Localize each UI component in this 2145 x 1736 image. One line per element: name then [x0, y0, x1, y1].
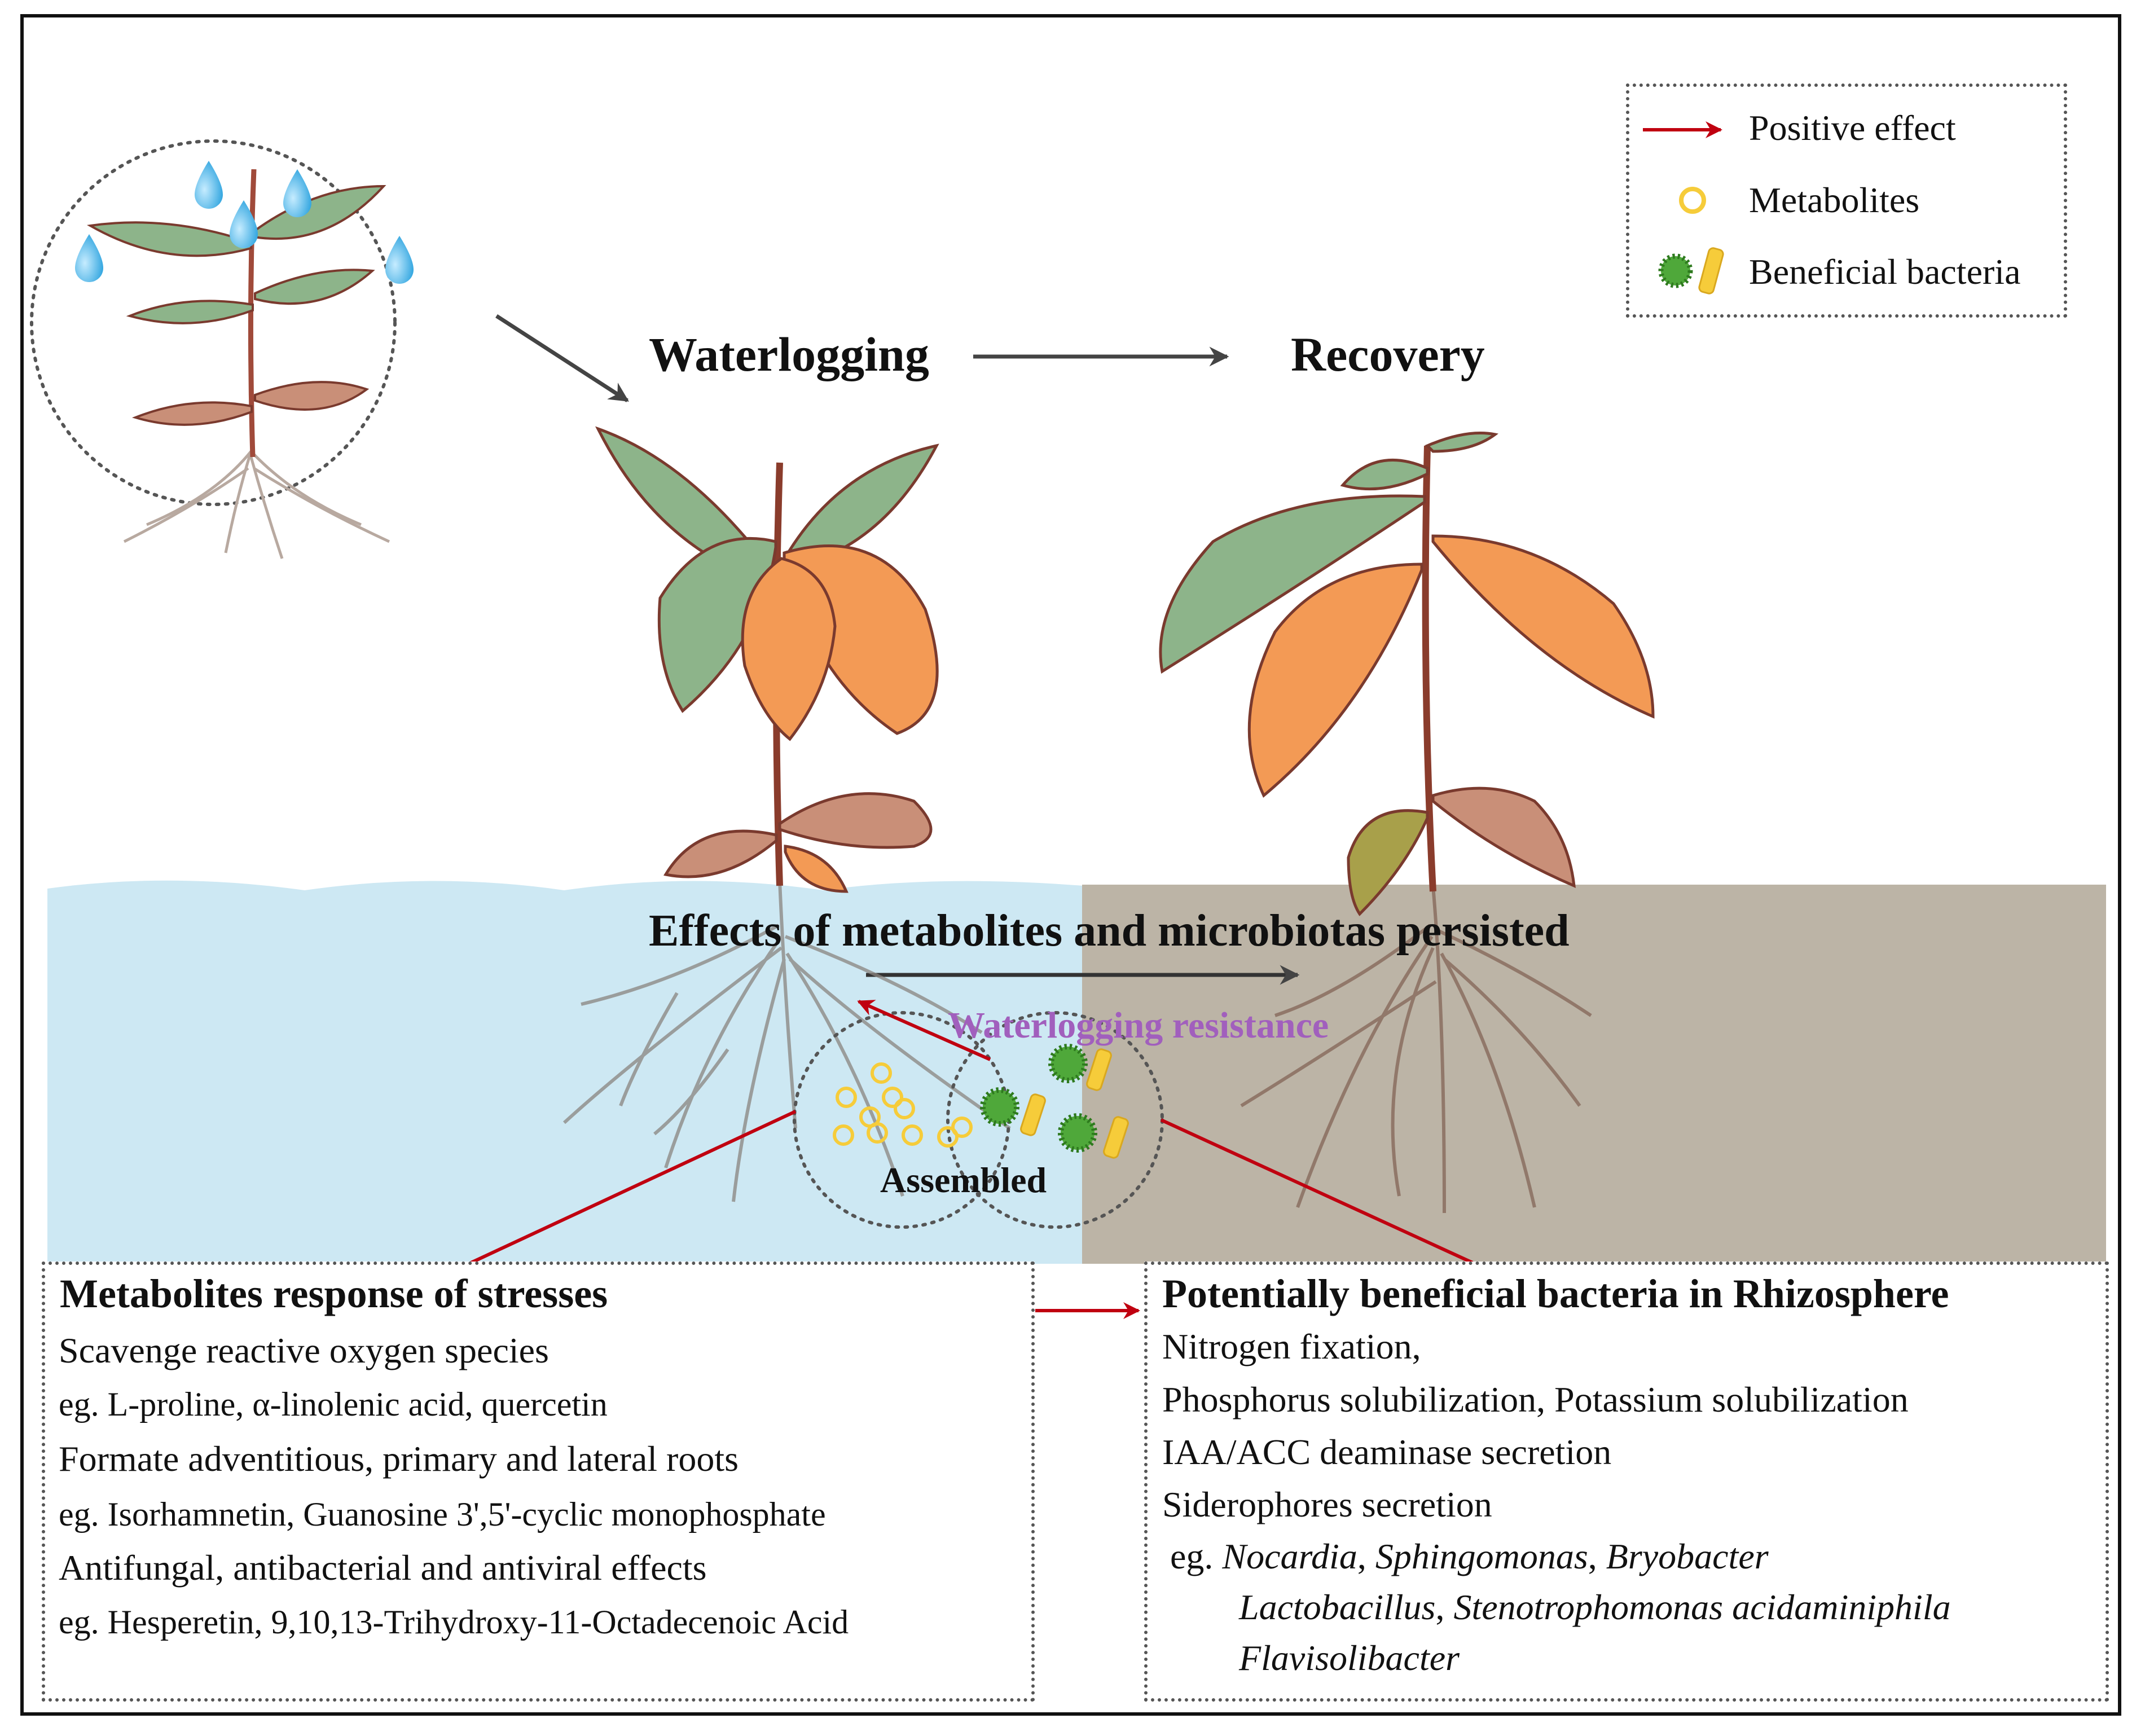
resistance-label: Waterlogging resistance [948, 1005, 1329, 1046]
bacteria-examples-line-2: Lactobacillus, Stenotrophomonas acidamin… [1239, 1587, 1951, 1627]
bacteria-icon-group [980, 1044, 1129, 1159]
genus-nocardia: Nocardia [1222, 1536, 1357, 1576]
recovery-plant [1159, 432, 1655, 1214]
metabolite-heading-1: Scavenge reactive oxygen species [59, 1330, 549, 1370]
soil-region [1082, 885, 2106, 1264]
bacteria-box-title: Potentially beneficial bacteria in Rhizo… [1162, 1271, 1949, 1316]
water-drop-icon [195, 161, 223, 209]
genus-stenotrophomonas: Stenotrophomonas acidaminiphila [1453, 1587, 1951, 1627]
metabolite-heading-3: Antifungal, antibacterial and antiviral … [59, 1548, 707, 1588]
persisted-label: Effects of metabolites and microbiotas p… [649, 906, 1570, 956]
bacteria-function-4: Siderophores secretion [1162, 1484, 1492, 1524]
genus-flavisolibacter: Flavisolibacter [1239, 1638, 1460, 1678]
waterlogging-title: Waterlogging [649, 327, 929, 381]
legend-box [1626, 83, 2067, 318]
connector-metabolites-box [470, 1110, 797, 1264]
genus-lactobacillus: Lactobacillus [1239, 1587, 1436, 1627]
legend-positive-effect: Positive effect [1749, 108, 1956, 148]
waterlogged-plant [562, 426, 1011, 1202]
metabolite-heading-2: Formate adventitious, primary and latera… [59, 1439, 739, 1479]
green-coccus-icon [1658, 253, 1693, 288]
legend-beneficial-bacteria: Beneficial bacteria [1749, 252, 2021, 292]
bacteria-examples-line-3: Flavisolibacter [1239, 1640, 1460, 1676]
recovery-title: Recovery [1291, 327, 1485, 381]
metabolite-example-1: eg. L-proline, α-linolenic acid, quercet… [59, 1386, 608, 1423]
water-drop-icon [385, 236, 414, 284]
water-region [47, 880, 1083, 1264]
arrow-resistance [857, 1000, 991, 1061]
assembled-label: Assembled [880, 1160, 1047, 1200]
metabolite-example-3: eg. Hesperetin, 9,10,13-Trihydroxy-11-Oc… [59, 1603, 849, 1641]
water-drop-icon [283, 169, 311, 217]
connector-bacteria-box [1160, 1118, 1474, 1264]
bacteria-function-1: Nitrogen fixation, [1162, 1326, 1421, 1366]
bacteria-function-2: Phosphorus solubilization, Potassium sol… [1162, 1379, 1909, 1419]
metabolites-box: Metabolites response of stresses Scaveng… [42, 1262, 1035, 1702]
metabolites-box-title: Metabolites response of stresses [60, 1271, 608, 1316]
metabolite-example-2: eg. Isorhamnetin, Guanosine 3',5'-cyclic… [59, 1496, 826, 1533]
bacteria-examples-line-1: eg. Nocardia, Sphingomonas, Bryobacter [1170, 1536, 1769, 1576]
example-prefix: eg. [1170, 1536, 1214, 1576]
genus-sphingomonas: Sphingomonas [1375, 1536, 1588, 1576]
yellow-ring-icon [1679, 187, 1706, 214]
seedling-circle [30, 139, 414, 559]
water-drop-icon [75, 234, 103, 282]
bacteria-function-3: IAA/ACC deaminase secretion [1162, 1432, 1612, 1472]
arrow-to-waterlogging [495, 314, 629, 402]
water-drop-icon [230, 200, 258, 248]
figure-frame [20, 14, 2121, 1716]
genus-bryobacter: Bryobacter [1606, 1536, 1769, 1576]
bacteria-box: Potentially beneficial bacteria in Rhizo… [1144, 1262, 2109, 1702]
legend-metabolites: Metabolites [1749, 180, 1920, 220]
metabolites-icon-group [833, 1062, 973, 1148]
yellow-rod-icon [1698, 247, 1724, 295]
